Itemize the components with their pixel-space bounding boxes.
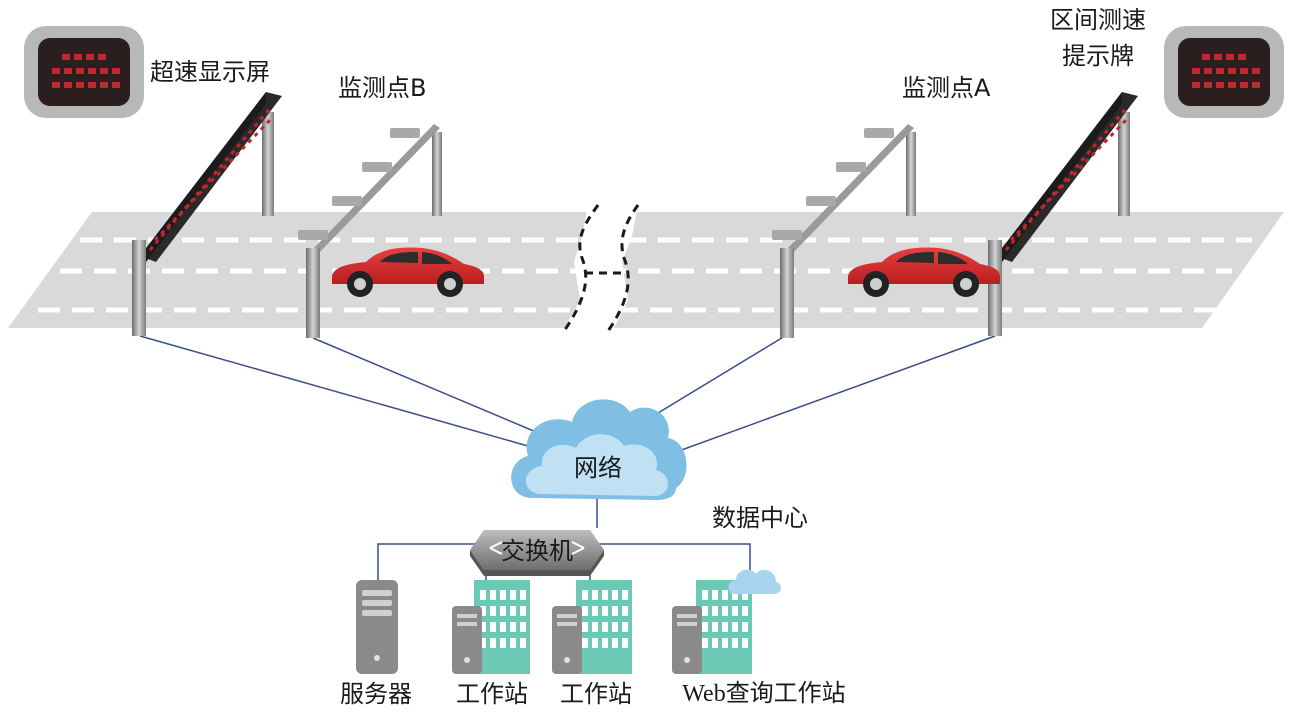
section-speed-sign-gantry bbox=[988, 92, 1138, 336]
building-icon bbox=[576, 580, 632, 674]
led-display-icon bbox=[24, 26, 144, 118]
server-icon bbox=[672, 606, 702, 674]
car-icon bbox=[848, 247, 1000, 297]
monitor-point-a-label: 监测点A bbox=[902, 74, 991, 102]
cloud-icon bbox=[728, 569, 782, 594]
switch-icon bbox=[470, 530, 604, 576]
section-speed-sign-label-line1: 区间测速 bbox=[1050, 6, 1146, 34]
switch-label: 交换机 bbox=[501, 537, 573, 565]
server-icon bbox=[356, 580, 398, 674]
overspeed-display-gantry bbox=[132, 92, 282, 336]
cloud-icon bbox=[511, 399, 687, 500]
section-speed-sign-label-line2: 提示牌 bbox=[1062, 42, 1134, 70]
monitor-point-b-gantry bbox=[298, 124, 442, 338]
workstation-label: 工作站 bbox=[456, 680, 528, 708]
web-workstation-label: Web查询工作站 bbox=[682, 681, 846, 707]
camera-icon bbox=[772, 128, 894, 240]
building-icon bbox=[696, 580, 752, 674]
network-label: 网络 bbox=[574, 454, 622, 482]
overspeed-display-label: 超速显示屏 bbox=[150, 58, 270, 86]
car-icon bbox=[332, 247, 484, 297]
workstation-label: 工作站 bbox=[560, 680, 632, 708]
monitor-point-b-label: 监测点B bbox=[338, 74, 427, 102]
server-icon bbox=[452, 606, 482, 674]
monitor-point-a-gantry bbox=[772, 124, 916, 338]
data-center-label: 数据中心 bbox=[712, 504, 808, 532]
led-display-icon bbox=[1164, 26, 1284, 118]
building-icon bbox=[474, 580, 530, 674]
highway-road bbox=[8, 204, 1284, 336]
server-icon bbox=[552, 606, 582, 674]
server-label: 服务器 bbox=[340, 680, 412, 708]
camera-icon bbox=[298, 128, 420, 240]
